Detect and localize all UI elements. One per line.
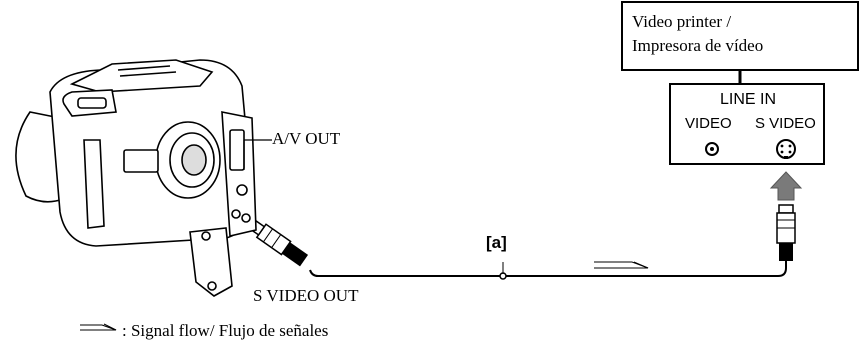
av-out-label: A/V OUT — [272, 129, 341, 148]
line-in-label: LINE IN — [720, 91, 777, 108]
svideo-jack-icon — [776, 139, 796, 159]
video-jack-label: VIDEO — [685, 115, 732, 132]
printer-box — [621, 1, 859, 165]
legend-arrow-icon — [80, 323, 117, 331]
svideo-jack-label: S VIDEO — [755, 115, 816, 132]
printer-title-line1: Video printer / — [632, 12, 732, 31]
video-jack-icon — [705, 142, 719, 156]
cable-label: [a] — [486, 233, 507, 252]
svideo-cable — [249, 204, 796, 280]
svideo-out-label: S VIDEO OUT — [253, 286, 359, 305]
printer-title: Video printer / Impresora de vídeo — [620, 10, 858, 58]
camcorder-illustration — [15, 59, 257, 297]
printer-title-line2: Impresora de vídeo — [632, 36, 764, 55]
insert-arrow-icon — [769, 171, 803, 201]
signal-flow-arrow-icon — [594, 261, 649, 269]
legend-text: : Signal flow/ Flujo de señales — [122, 321, 329, 340]
